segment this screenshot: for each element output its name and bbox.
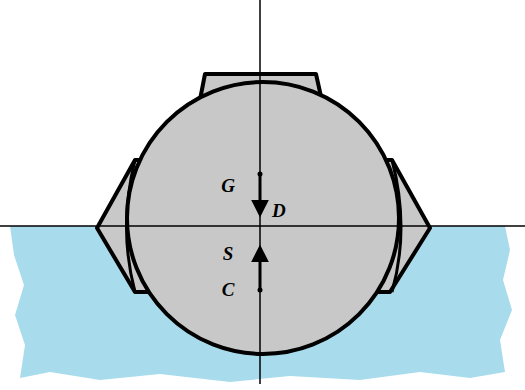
- buoyancy-arrow: [259, 248, 262, 290]
- point-label: G: [221, 176, 235, 195]
- hull-circle: [127, 82, 399, 354]
- point-g: [258, 172, 263, 177]
- centerline: [259, 0, 261, 384]
- point-label: D: [272, 201, 286, 220]
- waterline: [0, 225, 525, 227]
- point-label: S: [223, 244, 234, 263]
- point-c: [258, 288, 263, 293]
- weight-arrow: [259, 172, 262, 214]
- point-label: C: [222, 280, 235, 299]
